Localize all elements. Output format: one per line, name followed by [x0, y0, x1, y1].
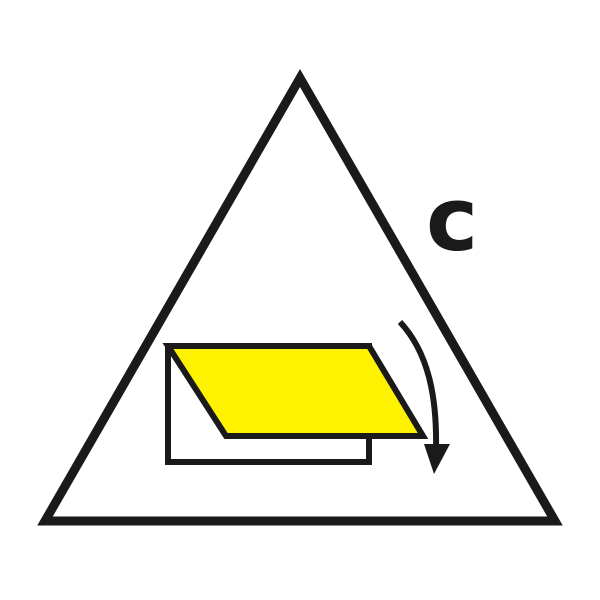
hatch-lid-icon	[162, 343, 429, 439]
sign-letter: c	[426, 168, 478, 271]
curved-arrow-down-icon	[397, 319, 450, 474]
